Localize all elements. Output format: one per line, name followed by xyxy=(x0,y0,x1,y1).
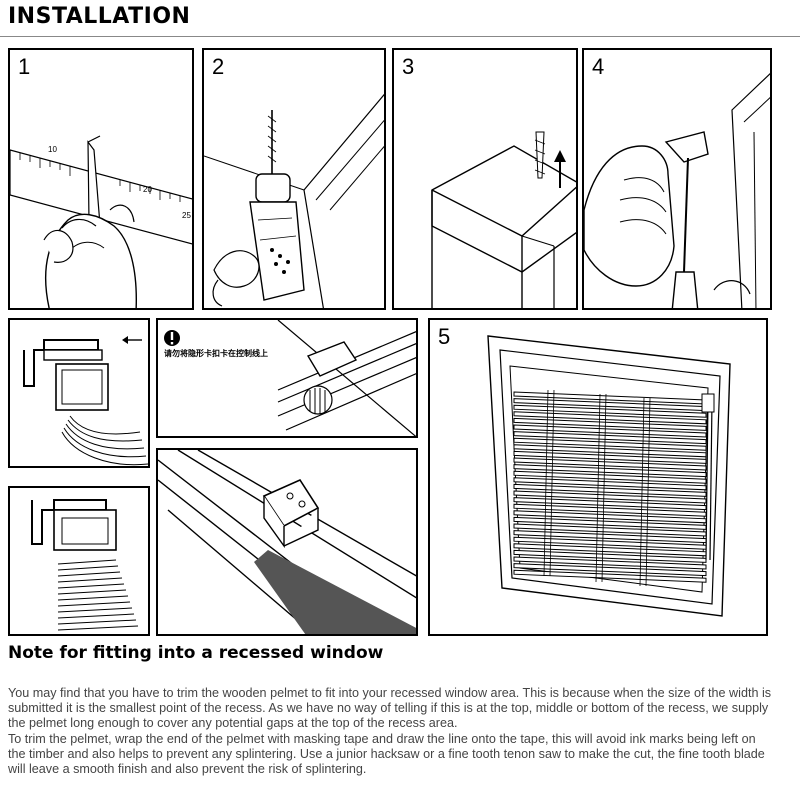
bracket-slats-illustration xyxy=(31,499,139,631)
step-number: 2 xyxy=(212,54,225,79)
ruler-mark-20: 20 xyxy=(143,185,152,194)
step-number: 5 xyxy=(438,324,451,349)
step-1-illustration: 10 20 25 xyxy=(10,135,192,308)
ruler-mark-10: 10 xyxy=(48,145,57,154)
note-paragraph: To trim the pelmet, wrap the end of the … xyxy=(8,731,765,777)
title-divider xyxy=(0,36,800,37)
blind-slat xyxy=(513,424,707,438)
clip-on-headrail-panel xyxy=(156,448,418,636)
installed-blind-illustration xyxy=(487,335,731,617)
step-4-panel: 4 xyxy=(582,48,772,310)
step-4-illustration xyxy=(584,72,770,308)
blind-slat xyxy=(513,549,707,563)
blind-slat xyxy=(513,464,707,478)
blind-slat xyxy=(513,404,707,418)
bracket-with-slats-panel xyxy=(8,486,150,636)
note-paragraph: You may find that you have to trim the w… xyxy=(8,686,772,731)
ruler-mark-25: 25 xyxy=(182,211,191,220)
step-5-panel: 5 xyxy=(428,318,768,636)
blind-slat xyxy=(513,450,707,464)
step-1-panel: 10 20 25 1 xyxy=(8,48,194,310)
page-title: INSTALLATION xyxy=(8,4,191,29)
step-2-panel: 2 xyxy=(202,48,386,310)
bracket-side-view-panel xyxy=(8,318,150,468)
step-number: 1 xyxy=(18,54,31,79)
step-2-illustration xyxy=(204,93,384,308)
headrail-clip-illustration xyxy=(164,320,416,436)
warning-panel: 请勿将隐形卡扣卡在控制线上 xyxy=(156,318,418,438)
step-number: 4 xyxy=(592,54,605,79)
note-body: You may find that you have to trim the w… xyxy=(8,686,776,777)
blind-slat xyxy=(513,431,707,445)
blind-slat xyxy=(513,417,707,431)
blind-slat xyxy=(513,411,707,425)
step-number: 3 xyxy=(402,54,415,79)
clip-on-rail-illustration xyxy=(158,450,416,634)
blind-slat xyxy=(513,457,707,471)
step-3-panel: 3 xyxy=(392,48,578,310)
step-3-illustration xyxy=(431,131,576,308)
blind-slat xyxy=(513,444,707,458)
blind-slat xyxy=(513,569,707,583)
bracket-clip-illustration xyxy=(23,336,148,466)
blind-slat xyxy=(513,556,707,570)
blind-slat xyxy=(513,563,707,577)
blind-slat xyxy=(513,437,707,451)
warning-caption: 请勿将隐形卡扣卡在控制线上 xyxy=(164,349,268,358)
note-title: Note for fitting into a recessed window xyxy=(8,643,384,663)
